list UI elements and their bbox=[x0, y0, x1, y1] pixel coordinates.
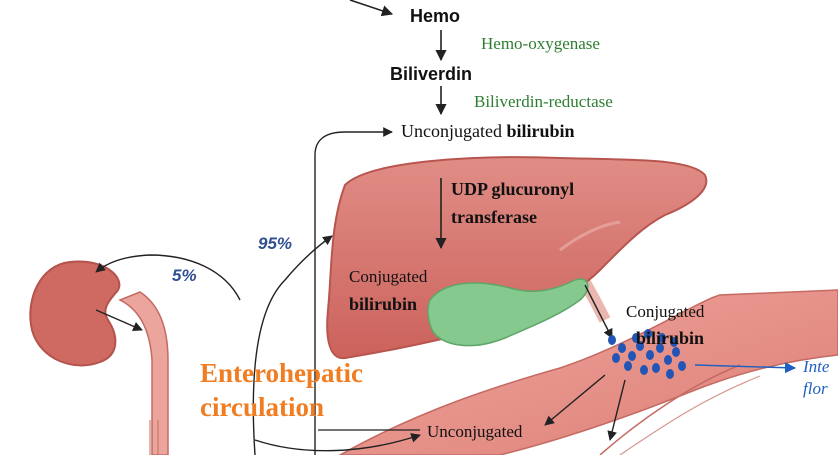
arrow-5-percent bbox=[95, 254, 241, 301]
biliverdin-label: Biliverdin bbox=[390, 64, 473, 84]
arrow-duct-to-intestine bbox=[584, 284, 613, 339]
bacteria-dot bbox=[658, 333, 666, 343]
liver-illustration bbox=[326, 156, 708, 360]
arrow-intestine-down-left bbox=[544, 374, 606, 426]
intestine-conjugated-label: Conjugated bbox=[626, 302, 705, 321]
arrow-to-flora bbox=[694, 362, 797, 374]
unconjugated-bilirubin-label: Unconjugated bilirubin bbox=[401, 121, 575, 142]
bacteria-dot bbox=[608, 335, 616, 345]
intestine-unconjugated-label: Unconjugated bbox=[427, 422, 523, 441]
bacteria-dot bbox=[636, 341, 644, 351]
arrow-intestine-down bbox=[607, 379, 626, 441]
bacteria-dot bbox=[644, 329, 652, 339]
arrow-to-unconjugated-loop bbox=[314, 127, 393, 455]
arrow-into-hemo bbox=[349, 0, 394, 17]
udp-glucuronyl-label: UDP glucuronyl bbox=[451, 179, 575, 199]
bacteria-dot bbox=[652, 363, 660, 373]
hemo-label: Hemo bbox=[410, 6, 461, 26]
circulation-label: circulation bbox=[200, 392, 324, 422]
bacteria-dot bbox=[618, 343, 626, 353]
bacteria-dot bbox=[666, 369, 674, 379]
biliverdin-reductase-label: Biliverdin-reductase bbox=[474, 92, 613, 111]
bacteria-dot bbox=[612, 353, 620, 363]
bacteria-dots bbox=[608, 329, 686, 379]
intestine-illustration bbox=[338, 289, 838, 455]
circulation-arrows bbox=[95, 127, 797, 455]
enterohepatic-label: Enterohepatic bbox=[200, 358, 363, 388]
arrow-loop-bottom bbox=[254, 433, 421, 452]
percent-95-label: 95% bbox=[258, 234, 293, 253]
bacteria-dot bbox=[656, 343, 664, 353]
liver-conjugated-label: Conjugated bbox=[349, 267, 428, 286]
bacteria-dot bbox=[678, 361, 686, 371]
bacteria-dot bbox=[632, 333, 640, 343]
arrow-kidney-to-ureter bbox=[95, 309, 143, 331]
bacteria-dot bbox=[670, 337, 678, 347]
percent-5-label: 5% bbox=[172, 266, 197, 285]
unconjugated-word: Unconjugated bbox=[401, 121, 502, 141]
bacteria-dot bbox=[672, 347, 680, 357]
hemo-oxygenase-label: Hemo-oxygenase bbox=[481, 34, 600, 53]
bacteria-dot bbox=[664, 355, 672, 365]
intestinal-flora-line1: Inte bbox=[803, 357, 830, 376]
bacteria-dot bbox=[640, 365, 648, 375]
bacteria-dot bbox=[628, 351, 636, 361]
arrow-95-percent bbox=[252, 235, 333, 455]
kidney-illustration bbox=[29, 260, 169, 455]
bacteria-dot bbox=[646, 350, 654, 360]
bacteria-dot bbox=[624, 361, 632, 371]
pathway-arrows bbox=[349, 0, 447, 116]
intestinal-flora-line2: flor bbox=[803, 379, 828, 398]
intestine-bilirubin-label: bilirubin bbox=[636, 328, 705, 348]
transferase-label: transferase bbox=[451, 207, 537, 227]
gallbladder-illustration bbox=[427, 278, 589, 347]
liver-bilirubin-label: bilirubin bbox=[349, 294, 418, 314]
bilirubin-word: bilirubin bbox=[506, 121, 575, 141]
